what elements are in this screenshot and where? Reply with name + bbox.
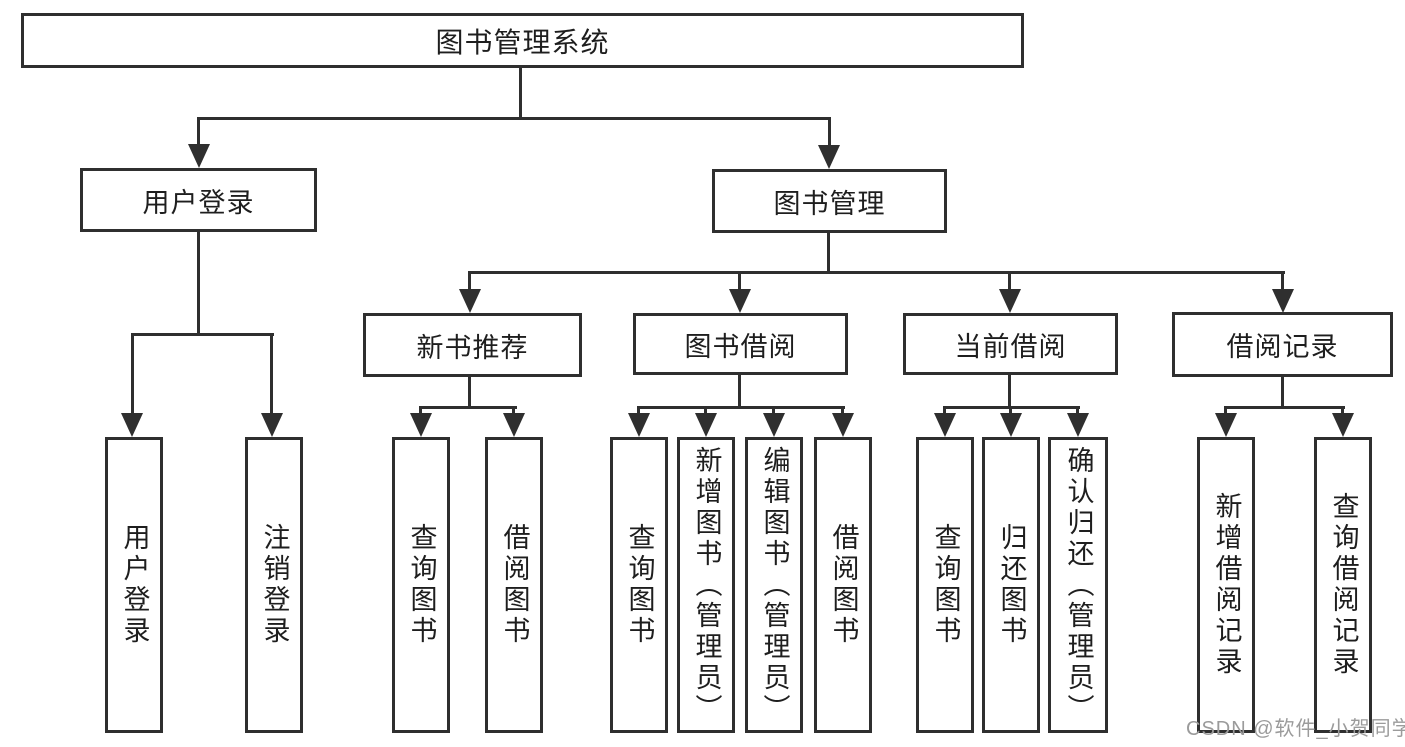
connector-arrowhead: [1067, 413, 1089, 437]
connector-arrowhead: [1332, 413, 1354, 437]
connector-line: [841, 406, 844, 416]
connector-line: [1281, 375, 1284, 409]
connector-arrowhead: [410, 413, 432, 437]
connector-line: [1009, 406, 1012, 416]
node-current-borrowing: 当前借阅: [903, 313, 1118, 375]
connector-arrowhead: [832, 413, 854, 437]
leaf-return-books: 归还图书: [982, 437, 1040, 733]
connector-arrowhead: [188, 144, 210, 168]
connector-arrowhead: [695, 413, 717, 437]
connector-arrowhead: [459, 289, 481, 313]
node-book-borrowing: 图书借阅: [633, 313, 848, 375]
connector-line: [1076, 406, 1079, 416]
connector-arrowhead: [999, 289, 1021, 313]
connector-line: [419, 406, 422, 416]
connector-line: [772, 406, 775, 416]
connector-line: [1341, 406, 1344, 416]
connector-line: [1008, 271, 1011, 293]
connector-arrowhead: [261, 413, 283, 437]
connector-line: [131, 333, 274, 336]
connector-line: [519, 66, 522, 119]
leaf-logout: 注销登录: [245, 437, 303, 733]
connector-line: [637, 406, 845, 409]
connector-line: [131, 333, 134, 416]
connector-arrowhead: [934, 413, 956, 437]
connector-line: [1008, 373, 1011, 409]
connector-line: [197, 117, 200, 148]
connector-arrowhead: [1215, 413, 1237, 437]
connector-line: [637, 406, 640, 416]
connector-line: [419, 406, 517, 409]
connector-line: [1281, 271, 1284, 293]
connector-arrowhead: [121, 413, 143, 437]
connector-line: [827, 231, 830, 274]
leaf-edit-books-admin: 编辑图书（管理员）: [745, 437, 803, 733]
connector-line: [197, 230, 200, 336]
node-library-management-system: 图书管理系统: [21, 13, 1024, 68]
connector-line: [738, 373, 741, 409]
connector-line: [468, 271, 471, 293]
connector-arrowhead: [1272, 289, 1294, 313]
connector-arrowhead: [763, 413, 785, 437]
connector-arrowhead: [818, 145, 840, 169]
connector-arrowhead: [503, 413, 525, 437]
connector-line: [943, 406, 946, 416]
connector-line: [828, 117, 831, 148]
connector-line: [270, 333, 273, 416]
connector-line: [468, 271, 1285, 274]
leaf-user-login: 用户登录: [105, 437, 163, 733]
node-book-management: 图书管理: [712, 169, 947, 233]
connector-line: [512, 406, 515, 416]
connector-line: [468, 375, 471, 409]
node-borrowing-records: 借阅记录: [1172, 312, 1393, 377]
leaf-query-borrow-record: 查询借阅记录: [1314, 437, 1372, 733]
leaf-query-books-borrowing: 查询图书: [610, 437, 668, 733]
connector-arrowhead: [729, 289, 751, 313]
connector-line: [197, 117, 831, 120]
connector-arrowhead: [628, 413, 650, 437]
node-new-book-recommendation: 新书推荐: [363, 313, 582, 377]
leaf-borrow-books-borrowing: 借阅图书: [814, 437, 872, 733]
connector-line: [1224, 406, 1227, 416]
connector-line: [738, 271, 741, 293]
connector-line: [704, 406, 707, 416]
leaf-query-books-current: 查询图书: [916, 437, 974, 733]
leaf-borrow-books-recommend: 借阅图书: [485, 437, 543, 733]
watermark: CSDN @软件_小贺同学: [1186, 718, 1405, 740]
leaf-add-books-admin: 新增图书（管理员）: [677, 437, 735, 733]
connector-arrowhead: [1000, 413, 1022, 437]
leaf-add-borrow-record: 新增借阅记录: [1197, 437, 1255, 733]
connector-line: [1224, 406, 1345, 409]
leaf-confirm-return-admin: 确认归还（管理员）: [1048, 437, 1108, 733]
leaf-query-books-recommend: 查询图书: [392, 437, 450, 733]
node-user-login: 用户登录: [80, 168, 317, 232]
